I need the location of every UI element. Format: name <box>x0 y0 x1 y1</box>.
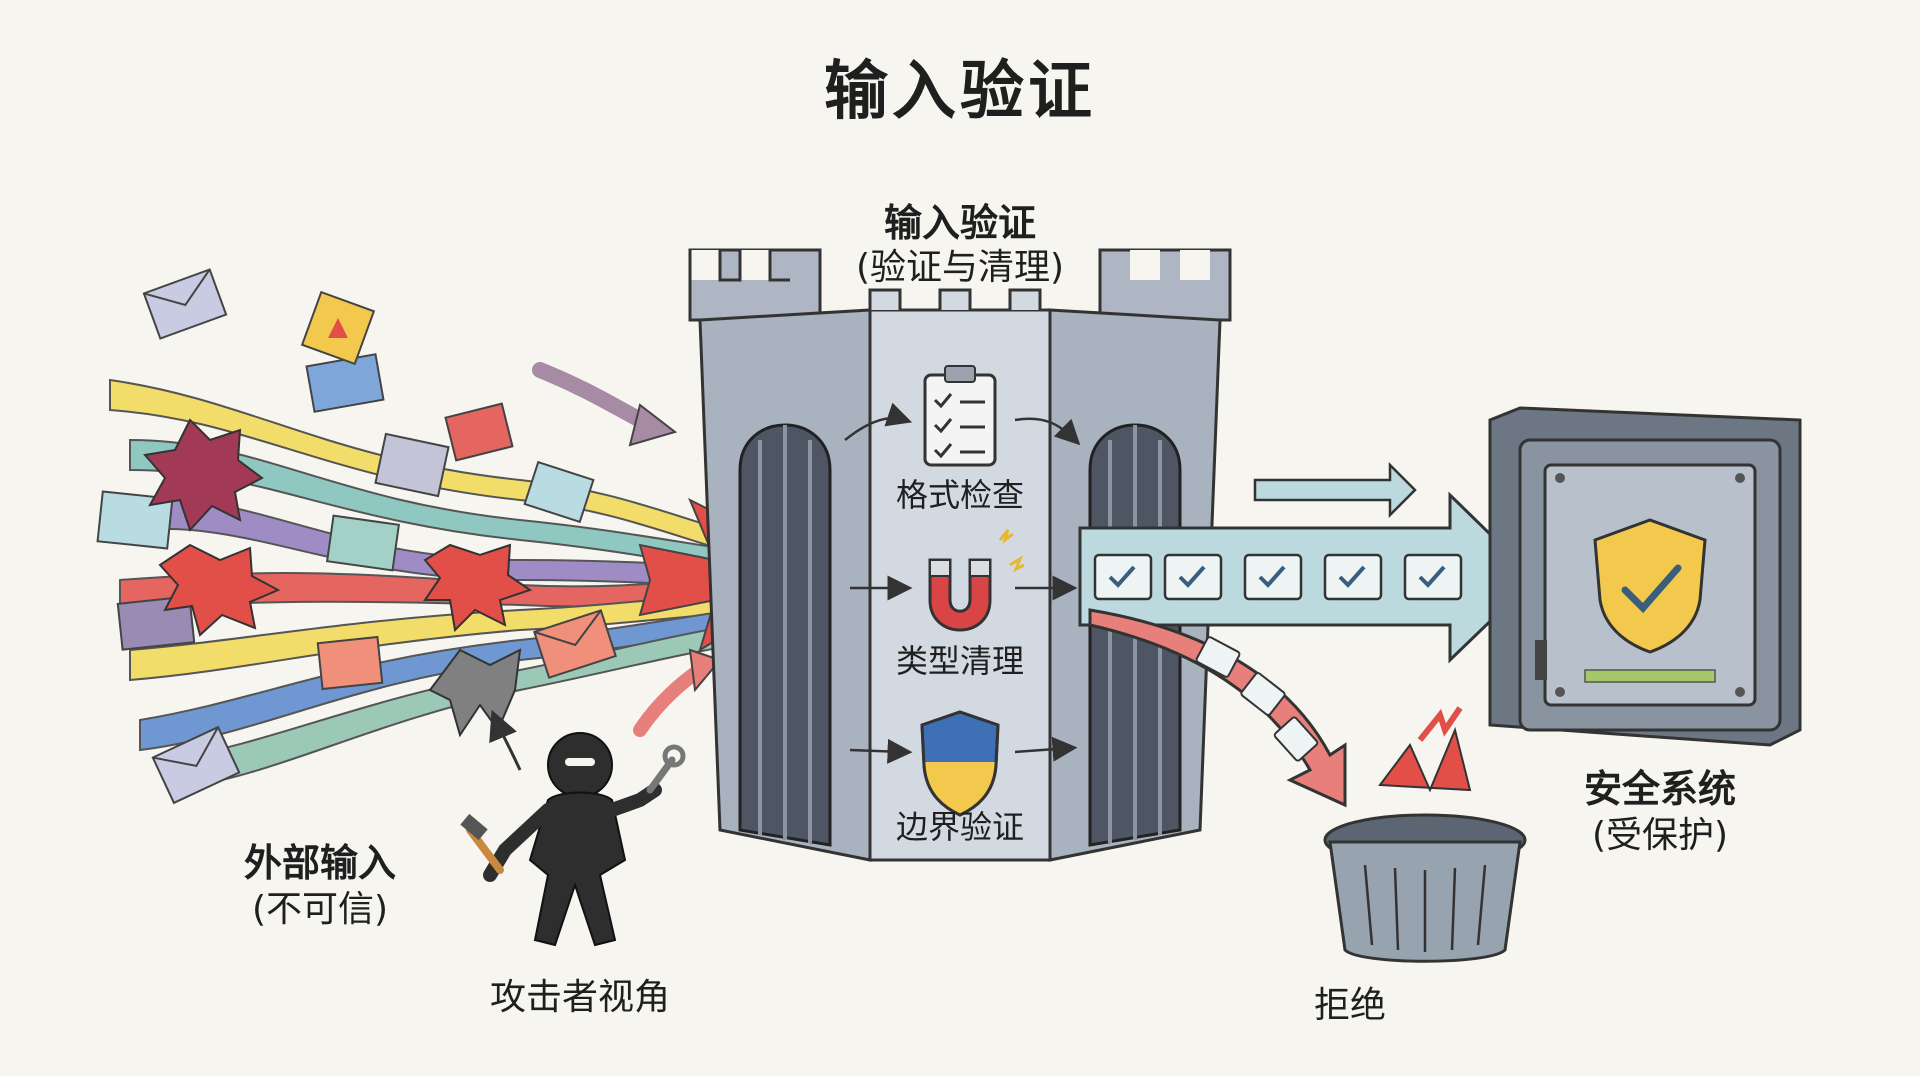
clipboard-checklist-icon <box>923 365 997 467</box>
external-input-title: 外部输入 <box>243 841 396 885</box>
reject-flow-arrow <box>1088 608 1347 808</box>
step-type-sanitize-label: 类型清理 <box>895 642 1024 680</box>
reject-label: 拒绝 <box>1313 985 1386 1026</box>
incoming-arrows <box>489 362 722 771</box>
hacker-figure-icon <box>460 732 686 947</box>
step-boundary-check-label: 边界验证 <box>895 808 1024 846</box>
magnet-icon <box>928 529 1025 632</box>
step-arrows <box>844 402 1081 764</box>
trash-can-icon <box>1323 706 1527 963</box>
fortress-title: 输入验证 <box>883 201 1036 245</box>
fortress-subtitle: (验证与清理) <box>855 247 1065 288</box>
secure-system-subtitle: (受保护) <box>1591 815 1729 856</box>
secure-system-title: 安全系统 <box>1583 767 1736 811</box>
safe-shield-check-icon <box>1488 406 1802 747</box>
step-format-check-label: 格式检查 <box>895 476 1024 514</box>
shield-icon <box>920 710 1000 817</box>
external-input-subtitle: (不可信) <box>251 889 389 930</box>
page-title: 输入验证 <box>824 55 1096 129</box>
attacker-label: 攻击者视角 <box>489 977 670 1018</box>
